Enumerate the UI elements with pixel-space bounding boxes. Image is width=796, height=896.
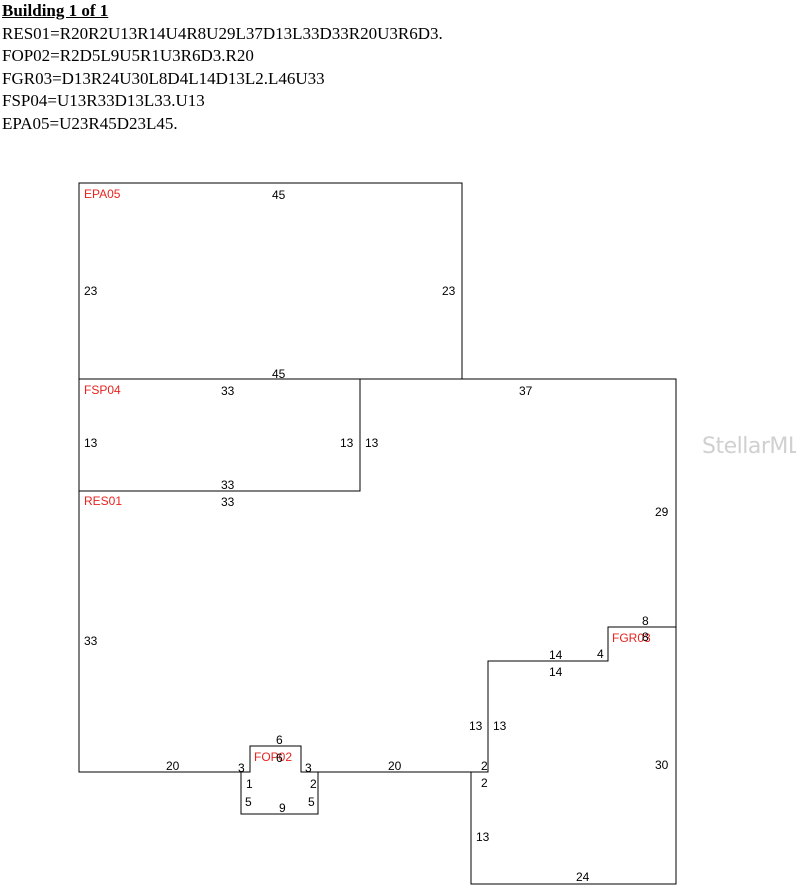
dim-fsp-right: 13 (340, 436, 354, 450)
dim-fgr-step-left: 13 (493, 719, 507, 733)
dim-fop-right-small: 3 (305, 761, 312, 775)
dim-fgr-notch-top: 2 (481, 759, 488, 773)
fop02-outline (240, 771, 319, 815)
dim-res-step-left: 13 (469, 719, 483, 733)
dim-fop-left-5: 5 (245, 795, 252, 809)
dim-fop-left-small: 3 (238, 761, 245, 775)
dim-epa-top: 45 (272, 188, 286, 202)
dim-fgr-left: 13 (476, 830, 490, 844)
dim-fgr-top: 8 (642, 630, 649, 644)
fop02-formula: FOP02=R2D5L9U5R1U3R6D3.R20 (2, 46, 254, 65)
dim-fop-bottom: 9 (279, 801, 286, 815)
sketch-outlines (78, 182, 677, 885)
fsp04-label: FSP04 (84, 383, 121, 397)
dim-fsp-left: 13 (84, 436, 98, 450)
dim-epa-left: 23 (84, 284, 98, 298)
dim-fop-top-inner: 6 (276, 751, 283, 765)
dim-fgr-bottom: 24 (576, 870, 590, 884)
stellarmls-watermark: StellarMLS (702, 434, 796, 459)
fop02-label: FOP02 (254, 750, 292, 764)
fsp04-outline (78, 378, 361, 492)
dim-fgr-right: 30 (655, 758, 669, 772)
fsp04-formula: FSP04=U13R33D13L33.U13 (2, 91, 205, 110)
epa05-outline (78, 182, 463, 380)
dim-res-notch-top: 8 (642, 614, 649, 628)
dim-res-step-top: 14 (549, 648, 563, 662)
dim-res-fsp-bottom: 33 (221, 495, 235, 509)
fgr03-formula: FGR03=D13R24U30L8D4L14D13L2.L46U33 (2, 68, 325, 88)
dim-fop-right-2: 2 (310, 777, 317, 791)
epa05-label: EPA05 (84, 187, 121, 201)
res01-label: RES01 (84, 494, 122, 508)
dim-fsp-top: 33 (221, 384, 235, 398)
dim-res-top: 37 (519, 384, 533, 398)
dim-res-left: 33 (84, 634, 98, 648)
dim-fop-right-5: 5 (308, 795, 315, 809)
dim-res-right: 29 (655, 505, 669, 519)
dim-res-bottom-right: 20 (388, 759, 402, 773)
building-heading: Building 1 of 1 (2, 1, 109, 20)
fgr03-outline (470, 627, 677, 885)
epa05-formula: EPA05=U23R45D23L45. (2, 113, 178, 133)
dim-fop-left-1: 1 (246, 777, 253, 791)
dim-res-step-small: 4 (597, 647, 604, 661)
dim-epa-bottom: 45 (272, 367, 286, 381)
dim-res-bottom-left: 20 (166, 759, 180, 773)
dim-fsp-bottom: 33 (221, 478, 235, 492)
dim-res-fsp-right: 13 (365, 436, 379, 450)
dim-fgr-notch-bottom: 2 (481, 776, 488, 790)
dim-fop-top: 6 (276, 733, 283, 747)
res01-formula: RES01=R20R2U13R14U4R8U29L37D13L33D33R20U… (2, 23, 443, 43)
dim-fgr-step-top: 14 (549, 665, 563, 679)
dim-epa-right: 23 (442, 284, 456, 298)
sketch-header: Building 1 of 1 RES01=R20R2U13R14U4R8U29… (2, 0, 443, 135)
fgr03-label: FGR03 (612, 631, 651, 645)
